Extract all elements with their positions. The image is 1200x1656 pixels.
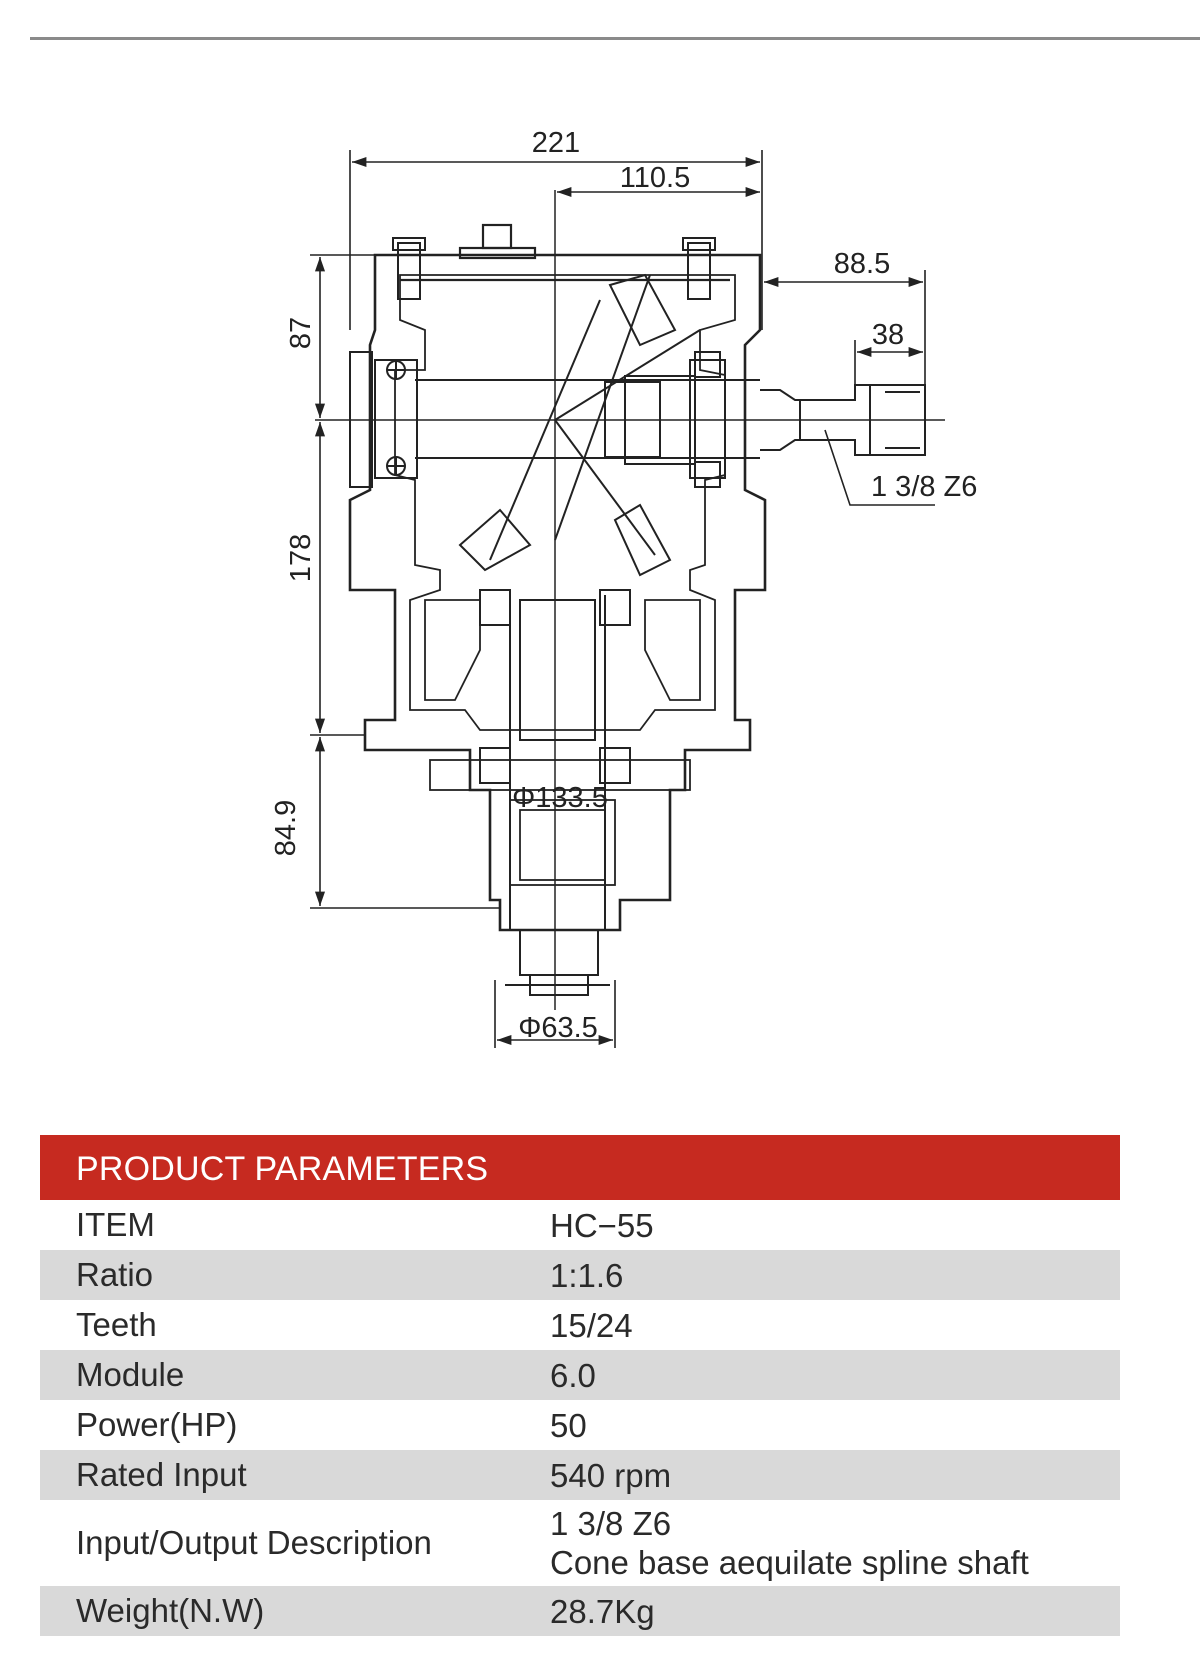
param-row-teeth: Teeth 15/24 xyxy=(40,1300,1120,1350)
housing-inner xyxy=(394,274,736,886)
dim-shaft-length: 38 xyxy=(872,319,904,351)
param-label: Module xyxy=(76,1356,185,1393)
param-value: 15/24 xyxy=(550,1306,633,1344)
spline-callout: 1 3/8 Z6 xyxy=(871,471,977,503)
dim-total-width: 221 xyxy=(532,127,580,159)
param-value: 6.0 xyxy=(550,1356,596,1394)
param-label: Ratio xyxy=(76,1256,154,1293)
param-value: 50 xyxy=(550,1406,587,1444)
dim-shaft-reach: 88.5 xyxy=(834,248,890,280)
param-label: Weight(N.W) xyxy=(76,1592,265,1629)
param-value-line-1: 1 3/8 Z6 xyxy=(550,1505,672,1542)
dimension-lines xyxy=(310,150,935,1048)
param-row-rated-input: Rated Input 540 rpm xyxy=(40,1450,1120,1500)
param-row-module: Module 6.0 xyxy=(40,1350,1120,1400)
param-value: 28.7Kg xyxy=(550,1592,655,1630)
output-shaft xyxy=(479,589,631,996)
dim-flange-diameter: Φ133.5 xyxy=(512,782,608,814)
param-label: Power(HP) xyxy=(76,1406,238,1443)
dim-top-height: 87 xyxy=(285,317,317,349)
param-value: HC−55 xyxy=(550,1206,654,1244)
param-value: 1 3/8 Z6 Cone base aequilate spline shaf… xyxy=(550,1500,1029,1586)
param-row-item: ITEM HC−55 xyxy=(40,1200,1120,1250)
param-row-io-description: Input/Output Description 1 3/8 Z6 Cone b… xyxy=(40,1500,1120,1586)
top-divider xyxy=(30,37,1200,40)
param-label: ITEM xyxy=(76,1206,155,1243)
param-row-power: Power(HP) 50 xyxy=(40,1400,1120,1450)
param-label: Teeth xyxy=(76,1306,157,1343)
param-value-line-2: Cone base aequilate spline shaft xyxy=(550,1544,1029,1581)
bevel-gears xyxy=(458,273,701,577)
gearbox-technical-drawing: 221 110.5 88.5 38 87 178 84.9 Φ133.5 Φ63… xyxy=(270,127,977,1048)
param-label: Rated Input xyxy=(76,1456,247,1493)
param-value: 540 rpm xyxy=(550,1456,672,1494)
param-row-weight: Weight(N.W) 28.7Kg xyxy=(40,1586,1120,1636)
dim-half-width: 110.5 xyxy=(620,162,690,194)
product-parameters-table: PRODUCT PARAMETERS ITEM HC−55 Ratio 1:1.… xyxy=(40,1135,1120,1636)
dimension-labels: 221 110.5 88.5 38 87 178 84.9 Φ133.5 Φ63… xyxy=(270,127,977,1044)
dim-mid-height: 178 xyxy=(285,534,317,582)
cover-bolts xyxy=(392,237,716,300)
params-header: PRODUCT PARAMETERS xyxy=(40,1135,1120,1200)
top-cover xyxy=(400,223,730,282)
param-row-ratio: Ratio 1:1.6 xyxy=(40,1250,1120,1300)
dim-shaft-diameter: Φ63.5 xyxy=(518,1012,598,1044)
housing-outline xyxy=(348,253,767,932)
param-label: Input/Output Description xyxy=(76,1524,432,1561)
dim-bottom-height: 84.9 xyxy=(270,800,302,856)
param-value: 1:1.6 xyxy=(550,1256,624,1294)
center-lines xyxy=(315,190,945,1010)
